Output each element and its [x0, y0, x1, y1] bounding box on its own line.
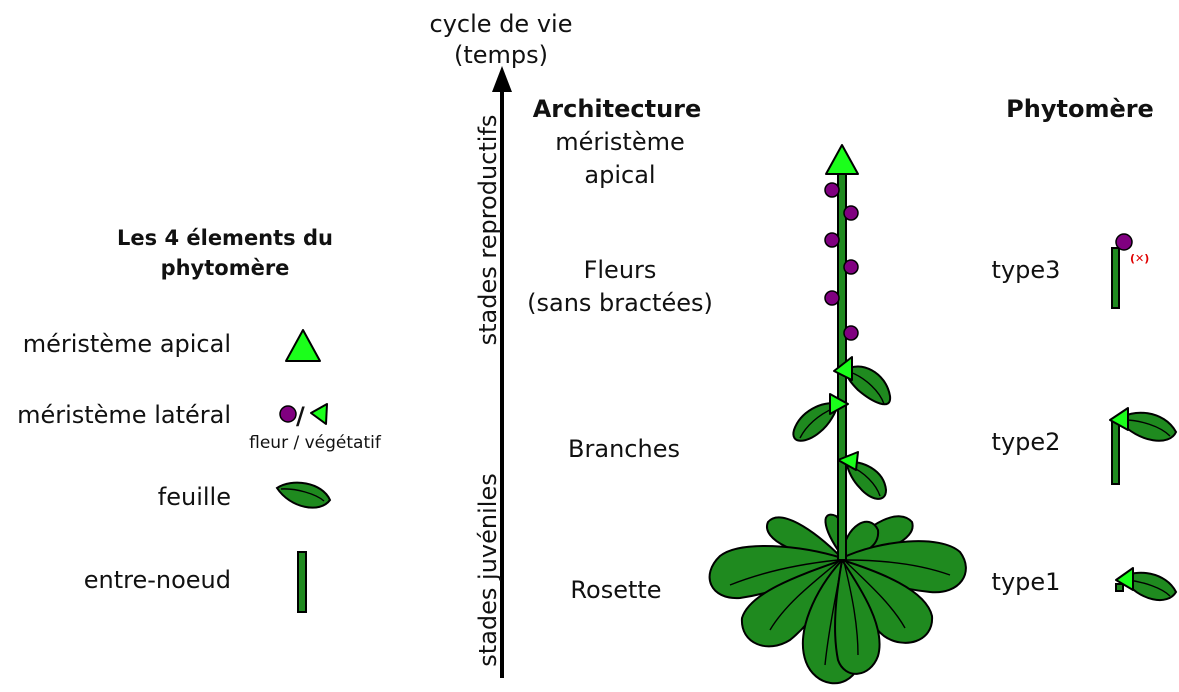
branch-upper-right [833, 356, 892, 406]
stage-label-reproductive: stades reproductifs [474, 115, 502, 346]
lateral-meristem [829, 393, 849, 415]
type1-internode [1115, 583, 1124, 592]
flower-icon [279, 405, 297, 423]
type1-label: type1 [992, 568, 1061, 596]
abort-mark: (✕) [1130, 252, 1149, 265]
vegetative-meristem-icon [310, 403, 328, 425]
rosette-leaf [834, 557, 881, 675]
flower [843, 325, 859, 341]
architecture-apical-line2: apical [584, 161, 655, 189]
type3-internode [1111, 247, 1120, 309]
type3-flower [1115, 233, 1133, 251]
legend-lateral-sublabel: fleur / végétatif [249, 433, 382, 453]
legend-title-line2: phytomère [161, 256, 290, 280]
type1-lateral-meristem [1115, 567, 1134, 591]
rosette-vein [769, 561, 839, 631]
stage-label-juvenile: stades juvéniles [474, 473, 502, 666]
legend-lateral-label: méristème latéral [17, 401, 231, 429]
rosette-vein [843, 561, 859, 656]
type2-internode [1111, 421, 1120, 485]
rosette-vein [845, 559, 951, 576]
legend-title-line1: Les 4 élements du [117, 226, 333, 250]
legend-apical-label: méristème apical [23, 330, 231, 358]
time-axis: cycle de vie (temps) stades reproductifs… [430, 10, 573, 678]
phytomer-column: Phytomère type3 (✕) type2 type1 [992, 95, 1178, 601]
type1-leaf [1120, 571, 1178, 601]
apical-meristem-icon [285, 329, 321, 362]
lateral-meristem [837, 451, 859, 471]
type3-phytomer: (✕) [1111, 233, 1149, 309]
branch-leaf-vein [849, 371, 885, 405]
phytomer-heading: Phytomère [1006, 95, 1154, 123]
internode-icon [297, 551, 307, 613]
rosette-vein [845, 561, 906, 629]
apical-meristem [825, 144, 859, 175]
type2-leaf [1116, 411, 1178, 442]
rosette [708, 513, 967, 685]
architecture-flowers-line1: Fleurs [584, 256, 657, 284]
flower [843, 259, 859, 275]
architecture-rosette-label: Rosette [570, 576, 661, 604]
flower [824, 232, 840, 248]
architecture-heading: Architecture [533, 95, 702, 123]
time-axis-label-line1: cycle de vie [430, 10, 573, 38]
rosette-vein [729, 559, 839, 586]
flower [824, 182, 840, 198]
architecture-labels: Architecture méristème apical Fleurs (sa… [527, 95, 713, 604]
type3-label: type3 [992, 256, 1061, 284]
type2-label: type2 [992, 428, 1061, 456]
rosette-vein [824, 561, 843, 666]
slash-separator: / [296, 402, 305, 430]
flower [843, 205, 859, 221]
architecture-flowers-line2: (sans bractées) [527, 289, 713, 317]
legend-leaf-label: feuille [158, 483, 231, 511]
time-axis-label-line2: (temps) [454, 41, 548, 69]
type2-phytomer [1109, 407, 1178, 485]
flower [824, 290, 840, 306]
time-axis-arrowhead [492, 66, 512, 92]
architecture-branches-label: Branches [568, 435, 680, 463]
leaf-icon-vein [280, 488, 325, 502]
lateral-meristem [833, 356, 853, 381]
legend-internode-label: entre-noeud [84, 566, 231, 594]
branch-middle-left [792, 393, 849, 442]
inflorescence [824, 182, 859, 341]
leaf-icon [275, 481, 332, 509]
architecture-apical-line1: méristème [555, 128, 685, 156]
branch-lower-right [837, 451, 888, 500]
type2-lateral-meristem [1109, 407, 1129, 431]
legend: Les 4 élements du phytomère méristème ap… [17, 226, 382, 613]
type1-phytomer [1115, 567, 1178, 601]
branch-leaf [844, 460, 888, 500]
plant-illustration [708, 144, 967, 685]
